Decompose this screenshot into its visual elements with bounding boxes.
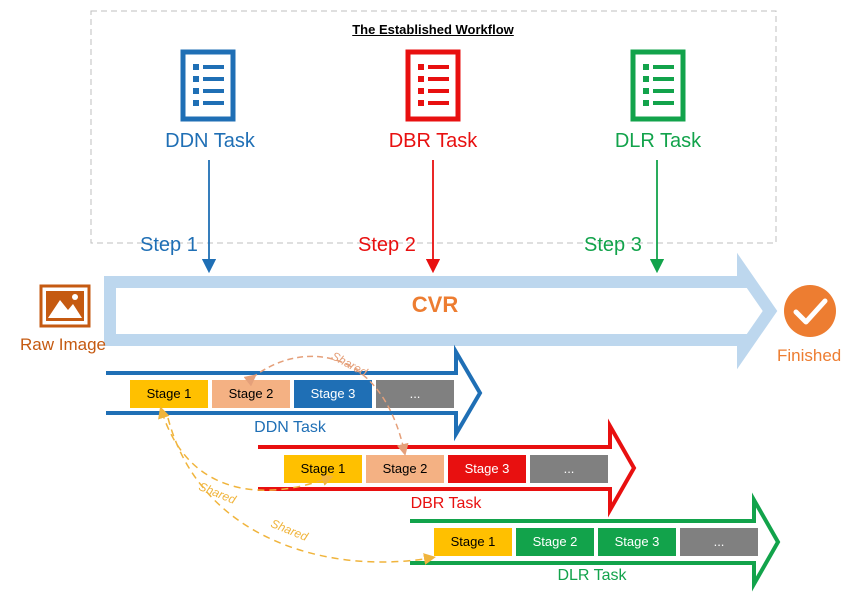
ddn-stage-3: Stage 3 [310, 386, 356, 401]
dlr-bar-label: DLR Task [557, 567, 627, 584]
ddn-stage-1: Stage 1 [146, 386, 192, 401]
ddn-task-icon [180, 49, 236, 122]
cvr-arrow [104, 252, 778, 370]
dlr-task-label: DLR Task [614, 130, 702, 152]
workflow-frame [90, 10, 777, 244]
step-1-label: Step 1 [140, 234, 198, 256]
ddn-stage-ellipsis: ... [409, 386, 421, 401]
dbr-stage-1: Stage 1 [300, 461, 346, 476]
ddn-stage-2: Stage 2 [228, 386, 274, 401]
dlr-stage-3: Stage 3 [614, 534, 660, 549]
dlr-bar-arrow [410, 492, 781, 592]
dbr-bar-arrow [258, 418, 637, 518]
check-icon [784, 285, 836, 337]
step-2-label: Step 2 [358, 234, 416, 256]
workflow-title: The Established Workflow [352, 22, 514, 37]
shared-connector-ddn-dbr [158, 406, 334, 491]
dlr-task-icon [630, 49, 686, 122]
dlr-stage-1: Stage 1 [450, 534, 496, 549]
dlr-stage-2: Stage 2 [532, 534, 578, 549]
cvr-label: CVR [411, 292, 459, 317]
image-icon [39, 284, 91, 328]
dbr-bar-label: DBR Task [410, 495, 482, 512]
dbr-stage-3-box [448, 455, 526, 483]
dbr-ellipsis-box [530, 455, 608, 483]
raw-image-label: Raw Image [20, 335, 106, 354]
step-3-label: Step 3 [584, 234, 642, 256]
finished-label: Finished [777, 346, 842, 365]
dbr-task-label: DBR Task [388, 130, 478, 152]
dlr-stage-ellipsis: ... [713, 534, 725, 549]
shared-connector-stage2 [243, 355, 409, 456]
ddn-bar-arrow [106, 344, 483, 442]
ddn-bar-label: DDN Task [254, 419, 326, 436]
dbr-stage-2-box [366, 455, 444, 483]
dlr-ellipsis-box [680, 528, 758, 556]
dbr-task-icon [405, 49, 461, 122]
ddn-stage-1-box [130, 380, 208, 408]
dlr-stage-1-box [434, 528, 512, 556]
dbr-stage-ellipsis: ... [563, 461, 575, 476]
dlr-stage-2-box [516, 528, 594, 556]
ddn-task-label: DDN Task [165, 130, 255, 152]
dlr-stage-3-box [598, 528, 676, 556]
dbr-stage-3: Stage 3 [464, 461, 510, 476]
dbr-stage-2: Stage 2 [382, 461, 428, 476]
